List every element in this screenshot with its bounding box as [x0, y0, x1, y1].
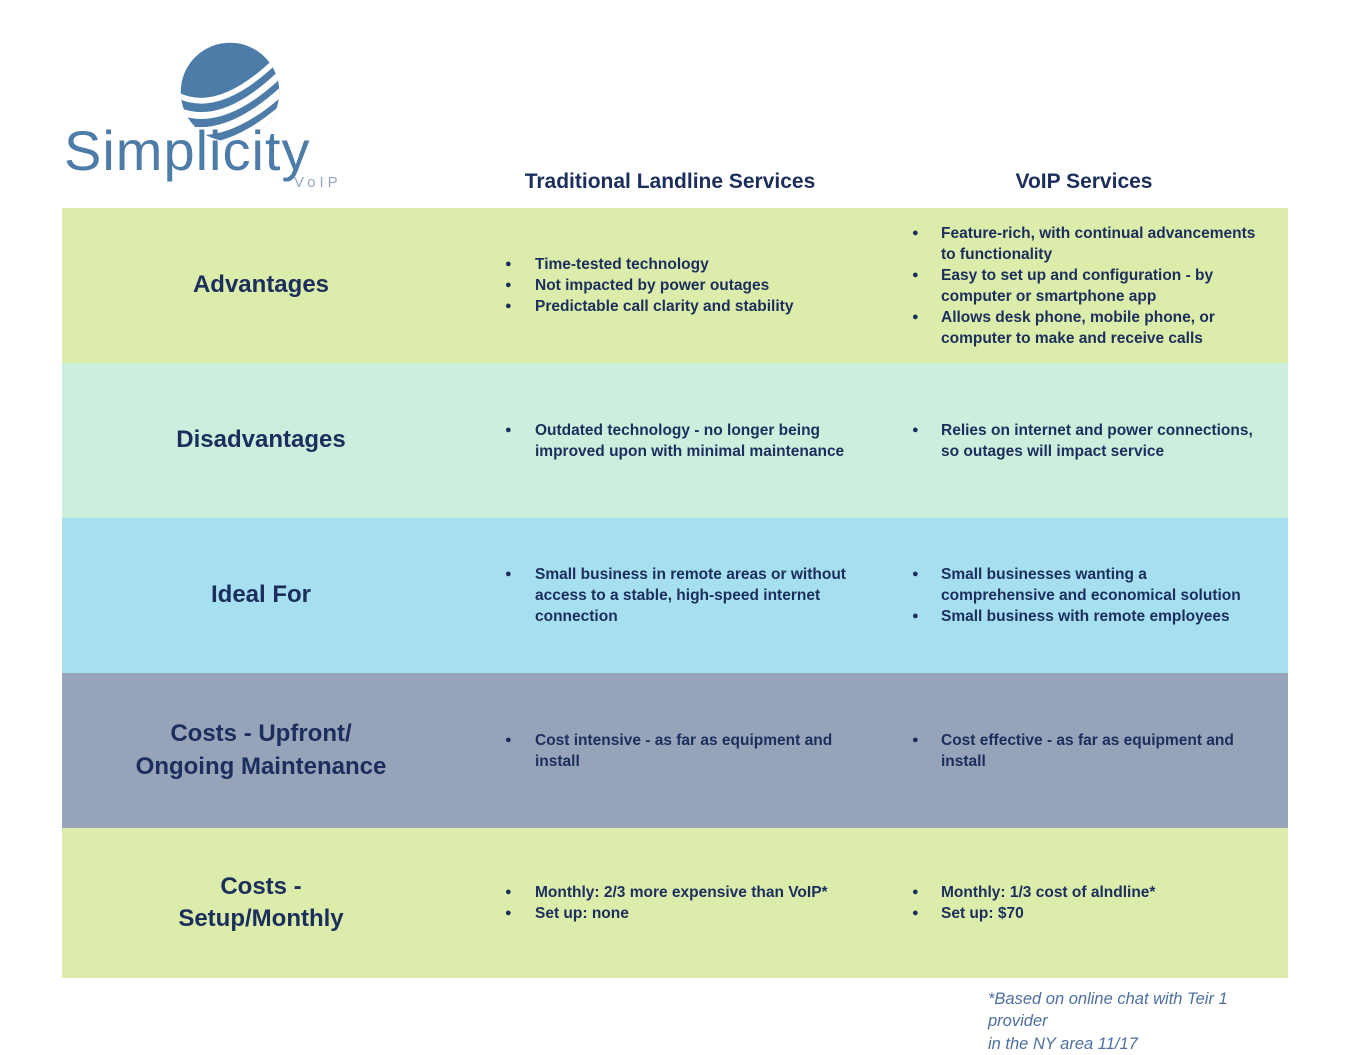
bullet-icon: ● — [505, 886, 512, 898]
bullet-text: Allows desk phone, mobile phone, or comp… — [941, 308, 1215, 347]
row-label-disadvantages: Disadvantages — [176, 426, 346, 454]
column-headers: Traditional Landline Services VoIP Servi… — [62, 158, 1288, 202]
bullet-text: Small business in remote areas or withou… — [535, 566, 846, 625]
costs-setup-voip-cell: ● Monthly: 1/3 cost of alndline* ● Set up: … — [880, 882, 1288, 924]
bullet-item: ● Predictable call clarity and stability — [505, 296, 854, 317]
bullet-item: ● Set up: $70 — [912, 903, 1264, 924]
bullet-item: ● Cost effective - as far as equipment an… — [912, 730, 1264, 772]
bullet-item: ● Cost intensive - as far as equipment an… — [505, 730, 854, 772]
bullet-icon: ● — [912, 733, 919, 746]
bullet-text: Small businesses wanting a comprehensive… — [941, 566, 1241, 604]
bullet-text: Easy to set up and configuration - by co… — [941, 266, 1214, 305]
comparison-table: Advantages ● Time-tested technology ● Not i… — [62, 208, 1288, 978]
bullet-text: Not impacted by power outages — [535, 277, 770, 294]
row-label-advantages: Advantages — [192, 271, 330, 299]
footnote: *Based on online chat with Teir 1 provid… — [988, 990, 1228, 1053]
bullet-item: ● Set up: none — [505, 903, 854, 924]
bullet-icon: ● — [505, 258, 512, 270]
bullet-icon: ● — [505, 733, 512, 746]
bullet-text: Cost effective - as far as equipment and… — [941, 731, 1234, 770]
bullet-icon: ● — [912, 423, 919, 436]
bullet-item: ● Easy to set up and configuration - by c… — [912, 265, 1264, 307]
bullet-item: ● Allows desk phone, mobile phone, or com… — [912, 307, 1264, 349]
bullet-icon: ● — [912, 226, 919, 239]
bullet-list: ● Feature-rich, with continual advancemen… — [912, 223, 1264, 349]
costs-upfront-traditional-cell: ● Cost intensive - as far as equipment an… — [460, 730, 880, 772]
globe-icon — [180, 42, 280, 142]
bullet-text: Small business with remote employees — [941, 608, 1230, 625]
bullet-text: Monthly: 1/3 cost of alndline* — [941, 884, 1156, 901]
ideal-for-traditional-cell: ● Small business in remote areas or witho… — [460, 564, 880, 627]
bullet-item: ● Small businesses wanting a comprehensiv… — [912, 564, 1264, 606]
header-traditional-landline: Traditional Landline Services — [524, 170, 816, 193]
header-voip-services: VoIP Services — [1015, 170, 1153, 193]
bullet-list: ●Monthly: 2/3 more expensive than VoIP*●… — [505, 882, 854, 924]
bullet-icon: ● — [912, 907, 919, 919]
bullet-item: ● Time-tested technology — [505, 254, 854, 275]
costs-upfront-voip-cell: ● Cost effective - as far as equipment an… — [880, 730, 1288, 772]
brand-sub-voip: VoIP — [294, 174, 342, 191]
bullet-list: ● Cost effective - as far as equipment an… — [912, 730, 1264, 772]
bullet-item: ● Small business in remote areas or witho… — [505, 564, 854, 627]
bullet-item: ● Feature-rich, with continual advancemen… — [912, 223, 1264, 265]
bullet-item: ● Small business with remote employees — [912, 606, 1264, 627]
bullet-text: Cost intensive - as far as equipment and… — [535, 731, 833, 770]
bullet-list: ● Small business in remote areas or witho… — [505, 564, 854, 627]
bullet-icon: ● — [505, 907, 512, 919]
bullet-text: Time-tested technology — [535, 256, 709, 273]
bullet-list: ● Time-tested technology ● Not impacted by … — [505, 254, 854, 317]
logo: Simplicity VoIP — [62, 28, 392, 193]
row-ideal-for: Ideal For ● Small business in remote area… — [62, 518, 1288, 673]
row-label-costs-setup-monthly: Costs - Setup/Monthly — [178, 872, 344, 932]
row-label-ideal-for: Ideal For — [210, 581, 312, 609]
bullet-icon: ● — [912, 268, 919, 281]
bullet-item: ● Outdated technology - no longer being i… — [505, 420, 854, 462]
bullet-icon: ● — [505, 300, 512, 312]
bullet-item: ● Relies on internet and power connection… — [912, 420, 1264, 462]
bullet-list: ● Small businesses wanting a comprehensiv… — [912, 564, 1264, 627]
bullet-icon: ● — [912, 568, 919, 580]
bullet-text: Relies on internet and power connections… — [941, 421, 1253, 460]
disadvantages-voip-cell: ● Relies on internet and power connection… — [880, 420, 1288, 462]
row-costs-setup-monthly: Costs - Setup/Monthly ● Monthly: 2/3 more… — [62, 828, 1288, 978]
bullet-icon: ● — [912, 610, 919, 622]
bullet-icon: ● — [912, 310, 919, 323]
bullet-text: Feature-rich, with continual advancement… — [941, 224, 1256, 263]
brand-name: Simplicity — [64, 119, 311, 182]
bullet-text: Predictable call clarity and stability — [535, 298, 794, 315]
disadvantages-traditional-cell: ● Outdated technology - no longer being i… — [460, 420, 880, 462]
ideal-for-voip-cell: ● Small businesses wanting a comprehensiv… — [880, 564, 1288, 627]
bullet-list: ● Monthly: 1/3 cost of alndline* ● Set up: … — [912, 882, 1264, 924]
bullet-icon: ● — [505, 423, 512, 436]
bullet-list: ● Outdated technology - no longer being i… — [505, 420, 854, 462]
bullet-icon: ● — [505, 279, 512, 291]
advantages-voip-cell: ● Feature-rich, with continual advancemen… — [880, 223, 1288, 349]
row-costs-upfront: Costs - Upfront/ Ongoing Maintenance ● Co… — [62, 673, 1288, 828]
bullet-text: Outdated technology - no longer being im… — [535, 421, 845, 460]
bullet-list: ● Relies on internet and power connection… — [912, 420, 1264, 462]
row-advantages: Advantages ● Time-tested technology ● Not i… — [62, 208, 1288, 363]
row-disadvantages: Disadvantages ● Outdated technology - no … — [62, 363, 1288, 518]
bullet-icon: ● — [912, 886, 919, 898]
row-label-costs-upfront: Costs - Upfront/ Ongoing Maintenance — [135, 720, 387, 780]
bullet-list: ● Cost intensive - as far as equipment an… — [505, 730, 854, 772]
bullet-text: Set up: none — [535, 905, 629, 922]
costs-setup-traditional-cell: ●Monthly: 2/3 more expensive than VoIP*●… — [460, 882, 880, 924]
advantages-traditional-cell: ● Time-tested technology ● Not impacted by … — [460, 254, 880, 317]
bullet-item: ● Monthly: 2/3 more expensive than VoIP* — [505, 882, 854, 903]
bullet-item: ● Monthly: 1/3 cost of alndline* — [912, 882, 1264, 903]
bullet-item: ● Not impacted by power outages — [505, 275, 854, 296]
bullet-text: Monthly: 2/3 more expensive than VoIP* — [535, 884, 828, 901]
bullet-icon: ● — [505, 568, 512, 580]
bullet-text: Set up: $70 — [941, 905, 1024, 922]
